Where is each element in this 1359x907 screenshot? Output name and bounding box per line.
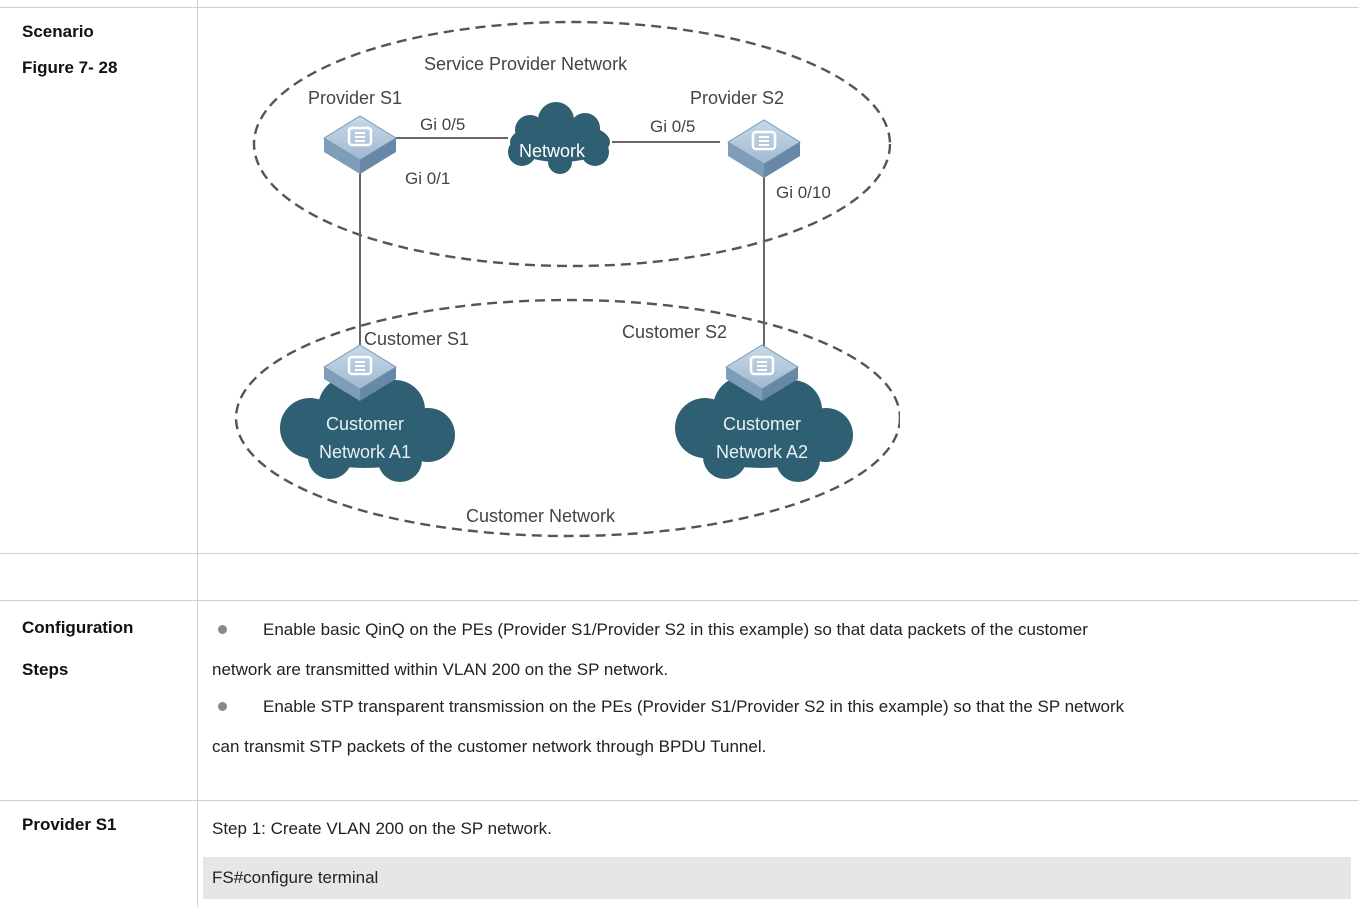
table-column-divider — [197, 0, 198, 907]
step-bullet-2-line1: Enable STP transparent transmission on t… — [212, 689, 1354, 725]
service-provider-network-ellipse — [252, 20, 892, 268]
customer-a1-label-line1: Customer — [326, 414, 404, 434]
figure-label: Figure 7- 28 — [22, 58, 118, 77]
s2-port-gi010-label: Gi 0/10 — [776, 183, 831, 202]
customer-a2-label-line2: Network A2 — [716, 442, 808, 462]
provider-s1-switch-icon — [323, 115, 397, 174]
table-divider — [0, 553, 1359, 554]
customer-s2-label: Customer S2 — [622, 322, 727, 342]
sp-network-label: Service Provider Network — [424, 54, 628, 74]
customer-s1-switch-icon — [323, 344, 397, 401]
customer-network-label: Customer Network — [466, 506, 616, 526]
bullet-icon — [218, 625, 227, 635]
s1-port-gi01-label: Gi 0/1 — [405, 169, 450, 188]
customer-a1-label-line2: Network A1 — [319, 442, 411, 462]
provider-s1-label: Provider S1 — [308, 88, 402, 108]
provider-s2-label: Provider S2 — [690, 88, 784, 108]
bullet-icon — [218, 702, 227, 712]
code-block: FS#configure terminal — [203, 857, 1351, 899]
s2-port-gi05-label: Gi 0/5 — [650, 117, 695, 136]
table-border-top — [0, 7, 1359, 8]
provider-s1-row-label: Provider S1 — [22, 815, 117, 834]
scenario-label: Scenario — [22, 22, 94, 41]
step-bullet-1-text: Enable basic QinQ on the PEs (Provider S… — [263, 620, 1088, 639]
step-bullet-1-line1: Enable basic QinQ on the PEs (Provider S… — [212, 612, 1354, 648]
table-divider — [0, 800, 1359, 801]
customer-a2-label-line1: Customer — [723, 414, 801, 434]
table-divider — [0, 600, 1359, 601]
config-steps-label-line1: Configuration — [22, 618, 134, 637]
network-topology-diagram: Network — [234, 20, 900, 538]
provider-step1-text: Step 1: Create VLAN 200 on the SP networ… — [212, 819, 552, 838]
customer-s1-label: Customer S1 — [364, 329, 469, 349]
step-bullet-1-line2: network are transmitted within VLAN 200 … — [212, 660, 669, 679]
provider-s2-switch-icon — [727, 119, 801, 178]
code-line: FS#configure terminal — [212, 868, 379, 887]
network-cloud-icon — [508, 102, 610, 174]
network-label: Network — [519, 141, 586, 161]
config-steps-label-line2: Steps — [22, 660, 69, 679]
customer-network-a1-cloud-icon — [280, 376, 455, 482]
step-bullet-2-line2: can transmit STP packets of the customer… — [212, 737, 767, 756]
s1-port-gi05-label: Gi 0/5 — [420, 115, 465, 134]
step-bullet-2-text: Enable STP transparent transmission on t… — [263, 697, 1125, 716]
customer-network-a2-cloud-icon — [675, 376, 853, 482]
customer-network-ellipse — [234, 298, 900, 538]
customer-s2-switch-icon — [725, 344, 799, 401]
